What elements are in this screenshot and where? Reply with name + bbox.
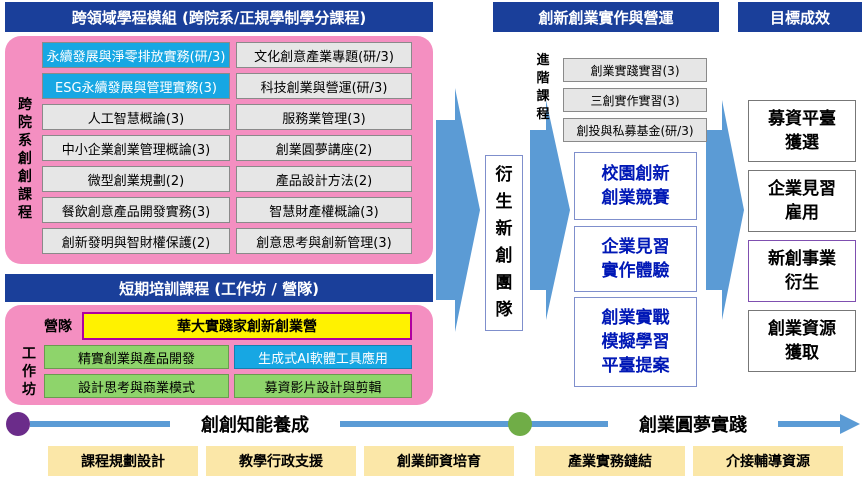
advanced-side-char: 進 <box>536 53 550 68</box>
practice-box-internship: 企業見習 實作體驗 <box>574 226 697 292</box>
goal-line: 獲取 <box>785 343 819 363</box>
course-right: 智慧財產權概論(3) <box>236 197 412 223</box>
course-right: 創業圓夢講座(2) <box>236 135 412 161</box>
team-char: 衍 <box>495 165 513 185</box>
advanced-course: 創投與私募基金(研/3) <box>563 118 707 142</box>
workshop-side-char: 作 <box>22 364 36 380</box>
support-item: 介接輔導資源 <box>693 446 843 476</box>
practice-box-simulation: 創業實戰 模擬學習 平臺提案 <box>574 297 697 387</box>
team-char: 生 <box>495 192 513 212</box>
course-left: ESG永續發展與管理實務(3) <box>42 73 230 99</box>
advanced-side-char: 課 <box>536 89 550 104</box>
practice-box-line: 校園創新 <box>601 164 670 184</box>
course-right: 產品設計方法(2) <box>236 166 412 192</box>
course-left: 中小企業創業管理概論(3) <box>42 135 230 161</box>
workshop-course: 生成式AI軟體工具應用 <box>234 345 412 369</box>
goal-line: 新創事業 <box>768 249 836 269</box>
team-char: 隊 <box>495 300 513 320</box>
workshop-side-label: 工 作 坊 <box>18 345 40 401</box>
workshop-side-char: 工 <box>22 346 36 362</box>
arrow-to-team <box>436 88 480 332</box>
module-side-label: 跨 院 系 創 創 課 程 <box>14 96 36 236</box>
goal-line: 獲選 <box>785 133 819 153</box>
goal-line: 募資平臺 <box>768 109 836 129</box>
training-header: 短期培訓課程 (工作坊 / 營隊) <box>5 274 433 302</box>
workshop-side-char: 坊 <box>22 382 36 398</box>
workshop-course: 募資影片設計與剪輯 <box>234 374 412 398</box>
module-side-char: 院 <box>18 115 32 131</box>
course-left: 餐飲創意產品開發實務(3) <box>42 197 230 223</box>
practice-header: 創新創業實作與營運 <box>493 2 719 32</box>
practice-box-line: 模擬學習 <box>601 332 670 352</box>
support-item: 產業實務鏈結 <box>535 446 685 476</box>
goal-line: 企業見習 <box>768 179 836 199</box>
advanced-course: 三創實作實習(3) <box>563 88 707 112</box>
course-left: 微型創業規劃(2) <box>42 166 230 192</box>
goal-line: 雇用 <box>785 203 819 223</box>
practice-box-line: 企業見習 <box>601 237 670 257</box>
arrow-to-goals <box>706 100 744 320</box>
team-char: 創 <box>495 246 513 266</box>
new-venture-team: 衍 生 新 創 團 隊 <box>485 155 523 331</box>
advanced-side-label: 進 階 課 程 <box>532 52 554 132</box>
goal-box: 創業資源 獲取 <box>748 310 856 372</box>
camp-label: 營隊 <box>44 319 72 335</box>
course-right: 文化創意產業專題(研/3) <box>236 42 412 68</box>
goal-box: 企業見習 雇用 <box>748 170 856 232</box>
module-side-char: 系 <box>18 133 32 149</box>
module-header: 跨領域學程模組 (跨院系/正規學制學分課程) <box>5 2 433 32</box>
support-item: 課程規劃設計 <box>48 446 198 476</box>
module-side-char: 程 <box>18 205 32 221</box>
goals-header: 目標成效 <box>738 2 862 32</box>
timeline-stage-2: 創業圓夢實踐 <box>608 410 778 438</box>
practice-box-line: 創業競賽 <box>601 188 670 208</box>
advanced-side-char: 階 <box>536 71 550 86</box>
practice-box-line: 平臺提案 <box>601 356 670 376</box>
advanced-side-char: 程 <box>536 107 550 122</box>
module-side-char: 跨 <box>18 97 32 113</box>
camp-course: 華大實踐家創新創業營 <box>82 312 412 340</box>
module-side-char: 創 <box>18 169 32 185</box>
goal-line: 衍生 <box>785 273 819 293</box>
support-item: 創業師資培育 <box>364 446 514 476</box>
workshop-course: 精實創業與產品開發 <box>44 345 229 369</box>
timeline-stage-1: 創創知能養成 <box>170 410 340 438</box>
timeline-dot-start <box>6 412 30 436</box>
module-side-char: 課 <box>18 187 32 203</box>
team-char: 新 <box>495 219 513 239</box>
practice-box-competition: 校園創新 創業競賽 <box>574 152 697 220</box>
course-right: 科技創業與營運(研/3) <box>236 73 412 99</box>
module-side-char: 創 <box>18 151 32 167</box>
timeline-dot-mid <box>508 412 532 436</box>
team-char: 團 <box>495 273 513 293</box>
goal-line: 創業資源 <box>768 319 836 339</box>
course-right: 服務業管理(3) <box>236 104 412 130</box>
course-left: 創新發明與智財權保護(2) <box>42 228 230 254</box>
goal-box: 募資平臺 獲選 <box>748 100 856 162</box>
practice-box-line: 創業實戰 <box>601 308 670 328</box>
practice-box-line: 實作體驗 <box>601 261 670 281</box>
goal-box: 新創事業 衍生 <box>748 240 856 302</box>
course-right: 創意思考與創新管理(3) <box>236 228 412 254</box>
workshop-course: 設計思考與商業模式 <box>44 374 229 398</box>
support-item: 教學行政支援 <box>206 446 356 476</box>
course-left: 人工智慧概論(3) <box>42 104 230 130</box>
course-left: 永續發展與淨零排放實務(研/3) <box>42 42 230 68</box>
advanced-course: 創業實踐實習(3) <box>563 58 707 82</box>
timeline-arrowhead <box>840 414 860 434</box>
